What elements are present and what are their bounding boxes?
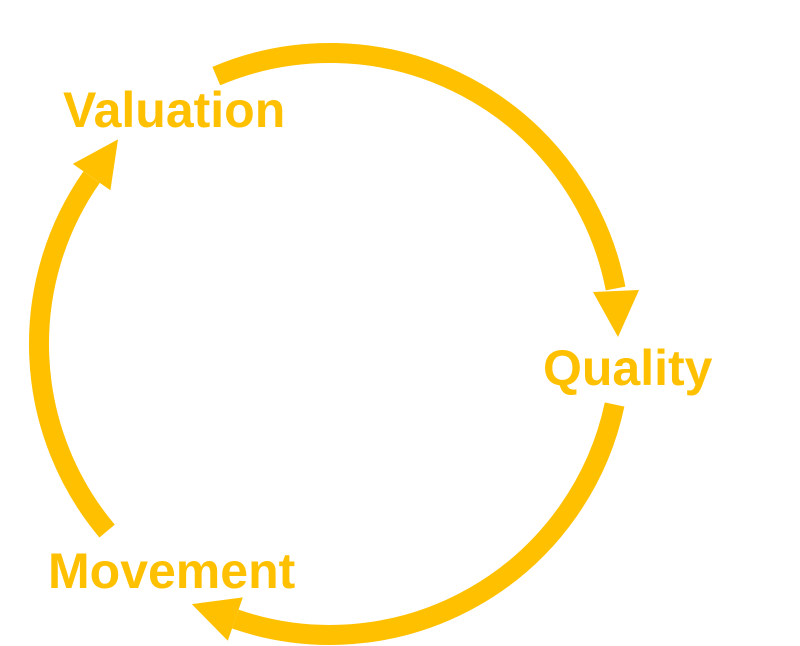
arc-quality-to-movement (232, 402, 625, 645)
arrowhead-into-movement-icon (191, 597, 243, 641)
connection-valuation-to-quality (212, 43, 639, 337)
arc-movement-to-valuation (29, 171, 115, 538)
arrowhead-into-valuation-icon (72, 139, 118, 191)
node-label-valuation: Valuation (63, 82, 286, 138)
connection-movement-to-valuation (29, 139, 118, 538)
connection-quality-to-movement (191, 402, 625, 645)
node-label-movement: Movement (48, 543, 296, 599)
arrowhead-into-quality-icon (593, 290, 639, 337)
arc-valuation-to-quality (212, 43, 626, 291)
node-label-quality: Quality (543, 340, 713, 396)
